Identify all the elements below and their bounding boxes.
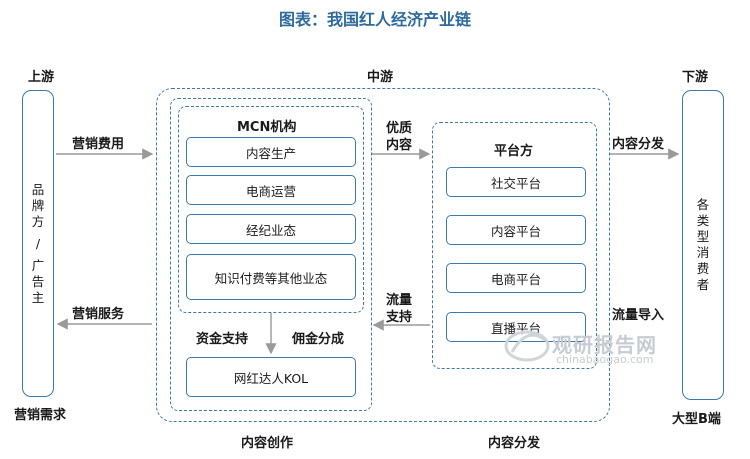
downstream-char: 费 xyxy=(696,261,710,276)
marketing-fee-label: 营销费用 xyxy=(72,137,125,152)
upstream-char: 牌 xyxy=(31,197,45,213)
traffic-support-label-1: 流量 xyxy=(386,293,413,308)
mcn-title: MCN机构 xyxy=(237,120,297,135)
downstream-char: 消 xyxy=(696,245,710,260)
downstream-char: 型 xyxy=(696,229,710,244)
mcn-item-knowledge-payment: 知识付费等其他业态 xyxy=(186,254,356,300)
upstream-char: 品 xyxy=(31,181,45,197)
quality-content-label-1: 优质 xyxy=(386,121,413,136)
mcn-item-brokerage: 经纪业态 xyxy=(186,214,356,244)
upstream-char: 方 xyxy=(31,213,45,229)
commission-share-label: 佣金分成 xyxy=(292,332,345,347)
platform-dashed-frame xyxy=(432,122,597,369)
downstream-char: 者 xyxy=(696,277,710,292)
watermark-url: chinabaogao.com xyxy=(556,353,654,366)
kol-box: 网红达人KOL xyxy=(186,357,356,397)
upstream-char: / xyxy=(35,235,41,251)
upstream-brand-advertiser-box: 品 牌 方 / 广 告 主 xyxy=(22,90,54,397)
downstream-char: 类 xyxy=(696,213,710,228)
content-creation-dashed-frame xyxy=(170,98,372,411)
downstream-label: 下游 xyxy=(682,70,709,85)
upstream-char: 广 xyxy=(31,257,45,273)
platform-item-social: 社交平台 xyxy=(446,167,586,197)
traffic-import-label: 流量导入 xyxy=(612,308,665,323)
platform-item-ecommerce: 电商平台 xyxy=(446,263,586,293)
watermark-text: 观研报告网 xyxy=(552,333,657,357)
quality-content-label-2: 内容 xyxy=(386,138,413,153)
upstream-char: 告 xyxy=(31,273,45,289)
diagram-title: 图表：我国红人经济产业链 xyxy=(278,10,471,29)
platform-item-content: 内容平台 xyxy=(446,215,586,245)
large-b-end-label: 大型B端 xyxy=(672,412,721,427)
midstream-label: 中游 xyxy=(367,70,394,85)
midstream-dashed-frame xyxy=(156,88,610,422)
content-distribution-label: 内容分发 xyxy=(488,436,541,451)
mcn-dashed-frame xyxy=(178,106,364,313)
platform-title: 平台方 xyxy=(494,144,534,159)
upstream-label: 上游 xyxy=(28,70,55,85)
mcn-item-ecommerce-operation: 电商运营 xyxy=(186,175,356,205)
platform-item-livestream: 直播平台 xyxy=(446,312,586,342)
capital-support-label: 资金支持 xyxy=(196,332,249,347)
downstream-char: 各 xyxy=(696,197,710,212)
content-creation-label: 内容创作 xyxy=(241,436,294,451)
downstream-consumer-box: 各 类 型 消 费 者 xyxy=(682,90,724,400)
content-distribution-flow-label: 内容分发 xyxy=(612,137,665,152)
upstream-char: 主 xyxy=(31,289,45,305)
mcn-item-content-production: 内容生产 xyxy=(186,137,356,167)
traffic-support-label-2: 支持 xyxy=(386,310,413,325)
marketing-demand-label: 营销需求 xyxy=(14,408,67,423)
marketing-service-label: 营销服务 xyxy=(72,307,125,322)
